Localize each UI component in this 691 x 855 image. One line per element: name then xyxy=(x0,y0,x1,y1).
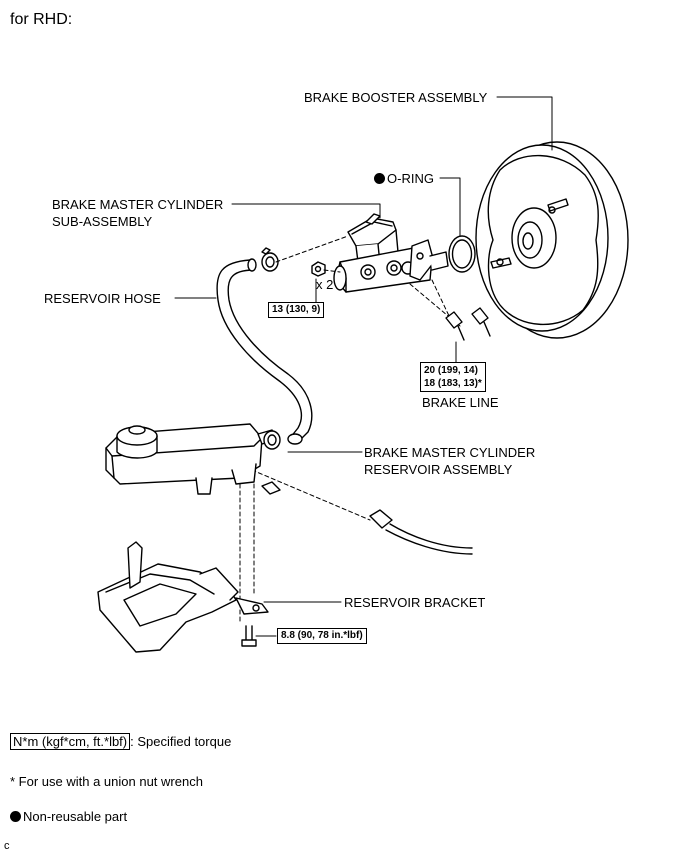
label-quantity: x 2 xyxy=(316,277,334,292)
hose-clamp-upper-drawing xyxy=(261,247,279,272)
torque-brake-line-box: 20 (199, 14) 18 (183, 13)* xyxy=(420,362,486,392)
legend-torque-text: : Specified torque xyxy=(130,734,232,749)
nut-drawing xyxy=(311,261,326,277)
connector-drawing xyxy=(369,509,473,555)
non-reusable-legend-dot-icon xyxy=(10,811,21,822)
label-brake-booster: BRAKE BOOSTER ASSEMBLY xyxy=(304,90,488,105)
legend-torque-box: N*m (kgf*cm, ft.*lbf) xyxy=(10,733,131,750)
torque-bracket-bolt-box: 8.8 (90, 78 in.*lbf) xyxy=(277,628,367,644)
label-master-cylinder-line2: SUB-ASSEMBLY xyxy=(52,214,153,229)
torque-brake-line-1: 20 (199, 14) xyxy=(424,365,478,376)
hose-clamp-lower-drawing xyxy=(263,430,281,450)
legend-torque: N*m (kgf*cm, ft.*lbf): Specified torque xyxy=(10,733,231,750)
brake-line-fittings-drawing xyxy=(445,307,491,341)
master-cylinder-drawing xyxy=(333,213,449,293)
non-reusable-dot-icon xyxy=(374,173,385,184)
label-brake-line: BRAKE LINE xyxy=(422,395,499,410)
legend-union-note: * For use with a union nut wrench xyxy=(10,774,203,789)
label-reservoir-hose: RESERVOIR HOSE xyxy=(44,291,161,306)
label-reservoir-line2: RESERVOIR ASSEMBLY xyxy=(364,462,513,477)
torque-brake-line-2: 18 (183, 13)* xyxy=(424,378,482,389)
label-reservoir-line1: BRAKE MASTER CYLINDER xyxy=(364,445,536,460)
label-reservoir-bracket: RESERVOIR BRACKET xyxy=(344,595,486,610)
legend-non-reusable-text: Non-reusable part xyxy=(23,809,128,824)
legend-non-reusable: Non-reusable part xyxy=(10,808,127,825)
torque-nut-box: 13 (130, 9) xyxy=(268,302,325,318)
brake-booster-drawing xyxy=(475,141,629,339)
label-o-ring-text: O-RING xyxy=(387,171,434,186)
reservoir-hose-drawing xyxy=(216,258,313,445)
page-title: for RHD: xyxy=(10,11,73,28)
label-master-cylinder-line1: BRAKE MASTER CYLINDER xyxy=(52,197,224,212)
footer-code: c xyxy=(4,840,10,852)
label-o-ring: O-RING xyxy=(374,170,434,187)
bolt-drawing xyxy=(241,625,257,647)
clip-drawing xyxy=(261,481,281,495)
leader-lines xyxy=(174,96,553,637)
o-ring-drawing xyxy=(448,235,476,273)
reservoir-drawing xyxy=(105,423,277,495)
reservoir-bracket-drawing xyxy=(97,541,269,653)
